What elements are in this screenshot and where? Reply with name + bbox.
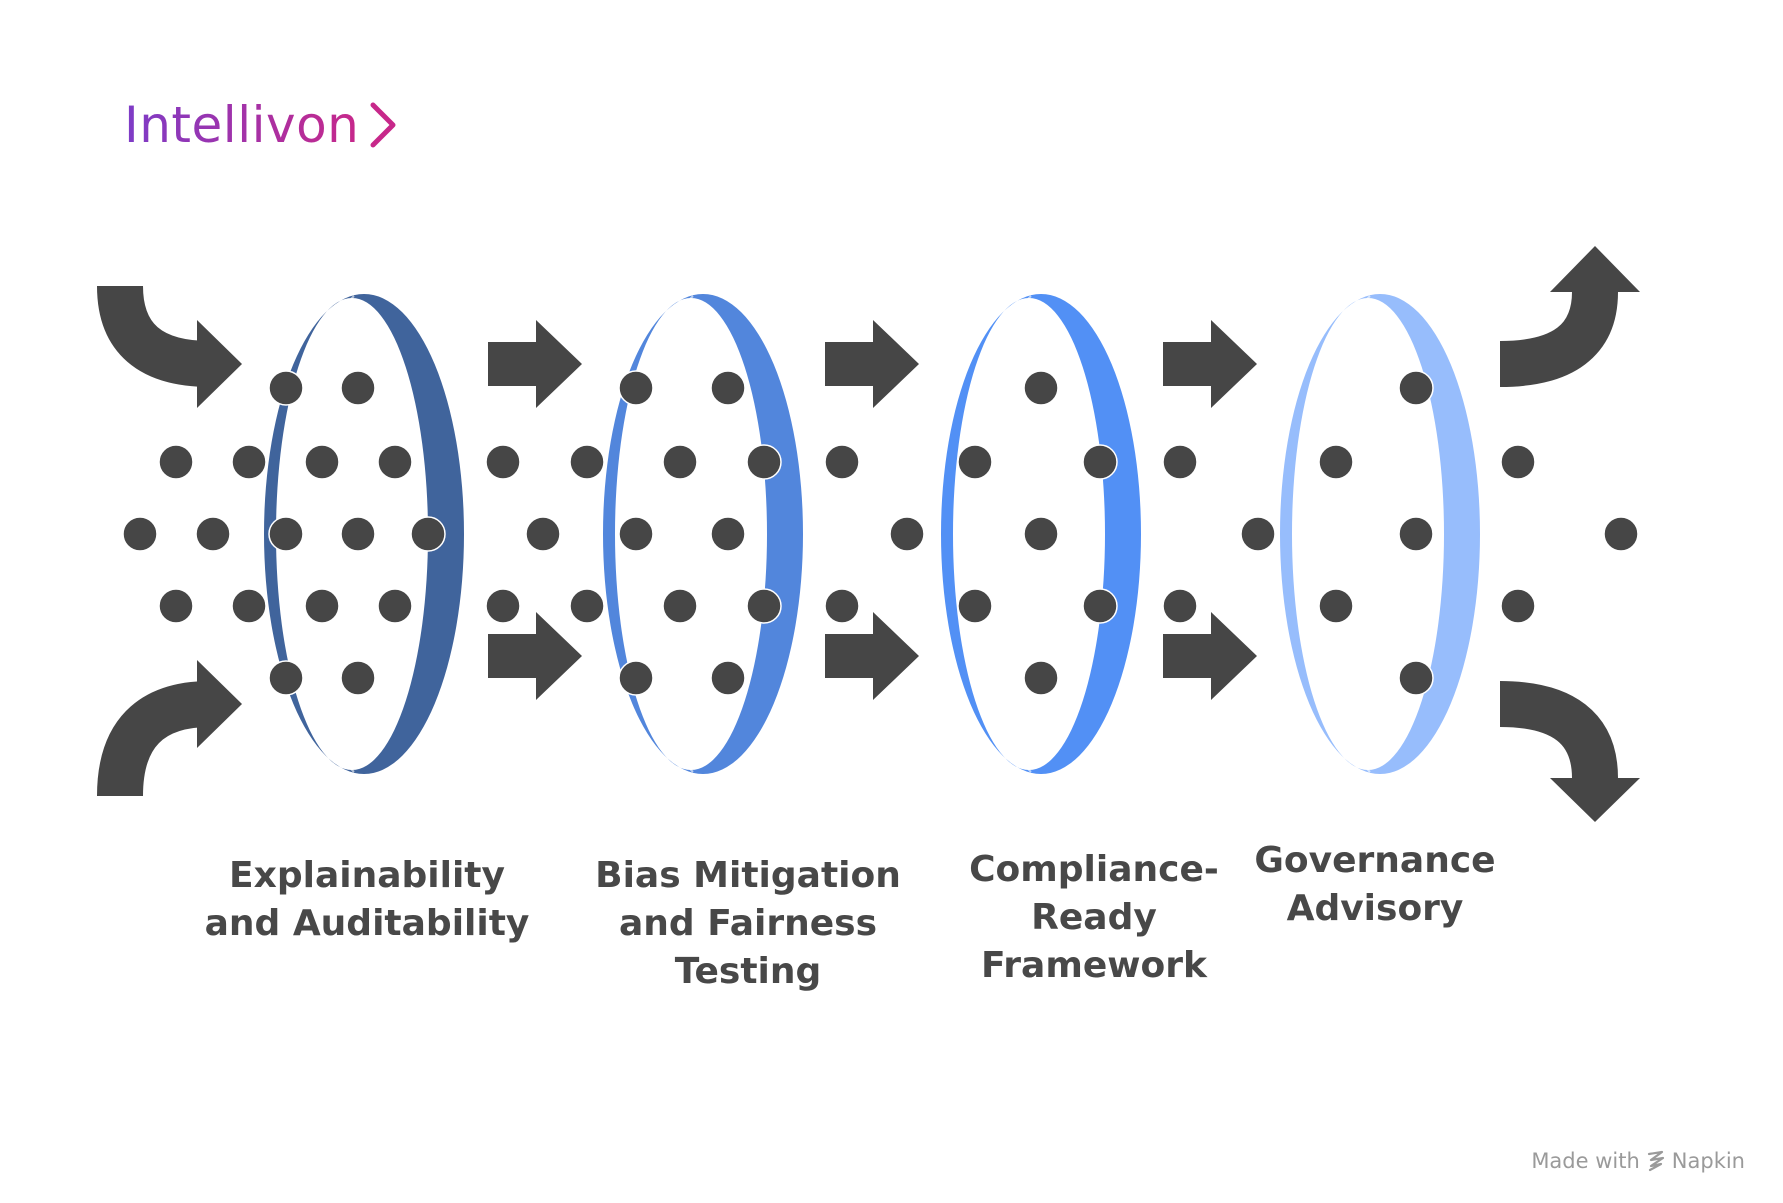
brand-name: Intellivon xyxy=(124,96,360,154)
dot-52 xyxy=(1500,588,1536,624)
dot-16 xyxy=(340,660,376,696)
dot-38 xyxy=(1082,444,1118,480)
dot-26 xyxy=(746,444,782,480)
brand-logo: Intellivon xyxy=(124,96,397,154)
flow-arrows xyxy=(97,246,1640,822)
curved-arrow-out-bottom-head xyxy=(1550,778,1640,822)
dot-27 xyxy=(618,516,654,552)
dot-43 xyxy=(1162,444,1198,480)
dot-2 xyxy=(231,444,267,480)
curved-arrow-out-top xyxy=(1499,290,1618,387)
dot-32 xyxy=(710,660,746,696)
dot-44 xyxy=(1162,588,1198,624)
dot-7 xyxy=(268,370,304,406)
dot-28 xyxy=(710,516,746,552)
dot-6 xyxy=(231,588,267,624)
dot-49 xyxy=(1398,516,1434,552)
dot-47 xyxy=(1318,444,1354,480)
arrow-right-3 xyxy=(825,320,919,408)
dot-36 xyxy=(1023,370,1059,406)
arrow-right-5 xyxy=(1163,320,1257,408)
arrow-right-4 xyxy=(825,612,919,700)
dot-35 xyxy=(889,516,925,552)
made-with-text: Made with xyxy=(1531,1149,1640,1173)
dot-45 xyxy=(1240,516,1276,552)
dot-12 xyxy=(340,516,376,552)
dot-1 xyxy=(158,444,194,480)
dot-39 xyxy=(1023,516,1059,552)
curved-arrow-in-top-head xyxy=(197,320,242,408)
dot-40 xyxy=(957,588,993,624)
dot-46 xyxy=(1398,370,1434,406)
dot-14 xyxy=(377,588,413,624)
dot-29 xyxy=(662,588,698,624)
dot-41 xyxy=(1082,588,1118,624)
ring-compliance-inner-edge xyxy=(970,295,1032,773)
dot-31 xyxy=(618,660,654,696)
footer-credit: Made with Napkin xyxy=(1531,1149,1745,1173)
curved-arrow-in-top xyxy=(97,285,211,387)
arrow-right-6 xyxy=(1163,612,1257,700)
arrow-right-1 xyxy=(488,320,582,408)
stage-label-governance: Governance Advisory xyxy=(1254,840,1496,929)
dot-10 xyxy=(377,444,413,480)
dot-51 xyxy=(1500,444,1536,480)
dot-53 xyxy=(1603,516,1639,552)
dot-19 xyxy=(569,444,605,480)
dot-25 xyxy=(662,444,698,480)
stage-label-bias-mitigation: Bias Mitigation and Fairness Testing xyxy=(595,855,901,992)
curved-arrow-in-bottom-head xyxy=(197,660,242,748)
dot-48 xyxy=(1318,588,1354,624)
dot-11 xyxy=(268,516,304,552)
dot-8 xyxy=(340,370,376,406)
chevron-right-icon xyxy=(370,102,396,148)
dot-34 xyxy=(824,588,860,624)
dot-50 xyxy=(1398,660,1434,696)
dot-9 xyxy=(304,444,340,480)
curved-arrow-out-bottom xyxy=(1499,681,1618,780)
dot-42 xyxy=(1023,660,1059,696)
stage-label-compliance: Compliance-Ready Framework xyxy=(969,849,1219,986)
napkin-logo-icon xyxy=(1647,1150,1664,1172)
dot-24 xyxy=(710,370,746,406)
arrow-right-2 xyxy=(488,612,582,700)
dot-37 xyxy=(957,444,993,480)
dot-22 xyxy=(569,588,605,624)
dot-30 xyxy=(746,588,782,624)
dot-21 xyxy=(485,588,521,624)
dot-33 xyxy=(824,444,860,480)
dot-5 xyxy=(158,588,194,624)
dot-15 xyxy=(268,660,304,696)
stage-label-explainability: Explainability and Auditability xyxy=(204,855,530,944)
curved-arrow-in-bottom xyxy=(97,681,211,797)
curved-arrow-out-top-head xyxy=(1550,246,1640,292)
dot-23 xyxy=(618,370,654,406)
napkin-text: Napkin xyxy=(1671,1149,1745,1173)
dot-4 xyxy=(195,516,231,552)
dot-20 xyxy=(525,516,561,552)
data-dots xyxy=(122,370,1639,696)
dot-17 xyxy=(410,516,446,552)
dot-18 xyxy=(485,444,521,480)
dot-13 xyxy=(304,588,340,624)
ring-governance-inner-edge xyxy=(1309,295,1371,773)
dot-3 xyxy=(122,516,158,552)
